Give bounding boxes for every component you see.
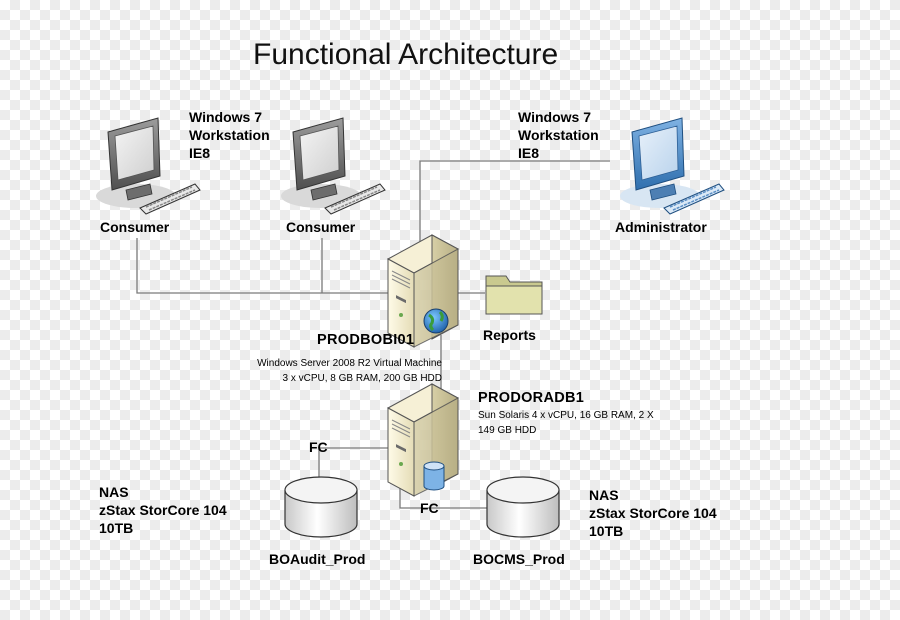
spec-line: Workstation	[518, 127, 599, 143]
consumer-link	[136, 238, 390, 294]
administrator-label: Administrator	[615, 219, 707, 235]
fc-label-right: FC	[420, 500, 439, 516]
app-server-desc: Windows Server 2008 R2 Virtual Machine 3…	[257, 356, 442, 386]
bocms-disk-icon	[486, 476, 560, 538]
db-server-desc: Sun Solaris 4 x vCPU, 16 GB RAM, 2 X 149…	[478, 408, 654, 438]
nas-spec-left: NAS zStax StorCore 104 10TB	[99, 483, 227, 537]
app-server-name: PRODBOBI01	[317, 332, 415, 348]
desc-line: 149 GB HDD	[478, 425, 537, 436]
globe-icon	[423, 308, 449, 334]
boaudit-disk-icon	[284, 476, 358, 538]
nas-spec-right: NAS zStax StorCore 104 10TB	[589, 486, 717, 540]
fc-link-left	[318, 447, 388, 478]
desc-line: 3 x vCPU, 8 GB RAM, 200 GB HDD	[282, 373, 443, 384]
boaudit-label: BOAudit_Prod	[269, 551, 366, 567]
db-server-icon	[387, 383, 459, 497]
db-server-name: PRODORADB1	[478, 390, 585, 406]
desc-line: Windows Server 2008 R2 Virtual Machine	[257, 358, 442, 369]
nas-line: 10TB	[589, 523, 624, 539]
database-icon	[423, 461, 445, 491]
page-title: Functional Architecture	[253, 38, 559, 71]
nas-line: 10TB	[99, 520, 134, 536]
reports-label: Reports	[483, 327, 536, 343]
fc-label-left: FC	[309, 439, 328, 455]
fc-link-right	[399, 488, 487, 509]
spec-line: IE8	[518, 145, 540, 161]
consumer-label: Consumer	[100, 219, 170, 235]
consumer-label: Consumer	[286, 219, 356, 235]
app-server-icon	[387, 234, 459, 348]
workstation-spec-right: Windows 7 Workstation IE8	[518, 108, 599, 162]
desc-line: Sun Solaris 4 x vCPU, 16 GB RAM, 2 X	[478, 410, 654, 421]
nas-line: zStax StorCore 104	[589, 505, 717, 521]
admin-link	[419, 160, 610, 255]
bocms-label: BOCMS_Prod	[473, 551, 565, 567]
spec-line: Windows 7	[189, 109, 262, 125]
nas-line: NAS	[589, 487, 619, 503]
spec-line: Windows 7	[518, 109, 591, 125]
spec-line: IE8	[189, 145, 211, 161]
consumer-computer-icon	[95, 117, 201, 215]
workstation-spec-left: Windows 7 Workstation IE8	[189, 108, 270, 162]
nas-line: zStax StorCore 104	[99, 502, 227, 518]
administrator-computer-icon	[619, 117, 725, 215]
spec-line: Workstation	[189, 127, 270, 143]
nas-line: NAS	[99, 484, 129, 500]
consumer-computer-icon	[280, 117, 386, 215]
reports-folder-icon	[485, 275, 543, 315]
